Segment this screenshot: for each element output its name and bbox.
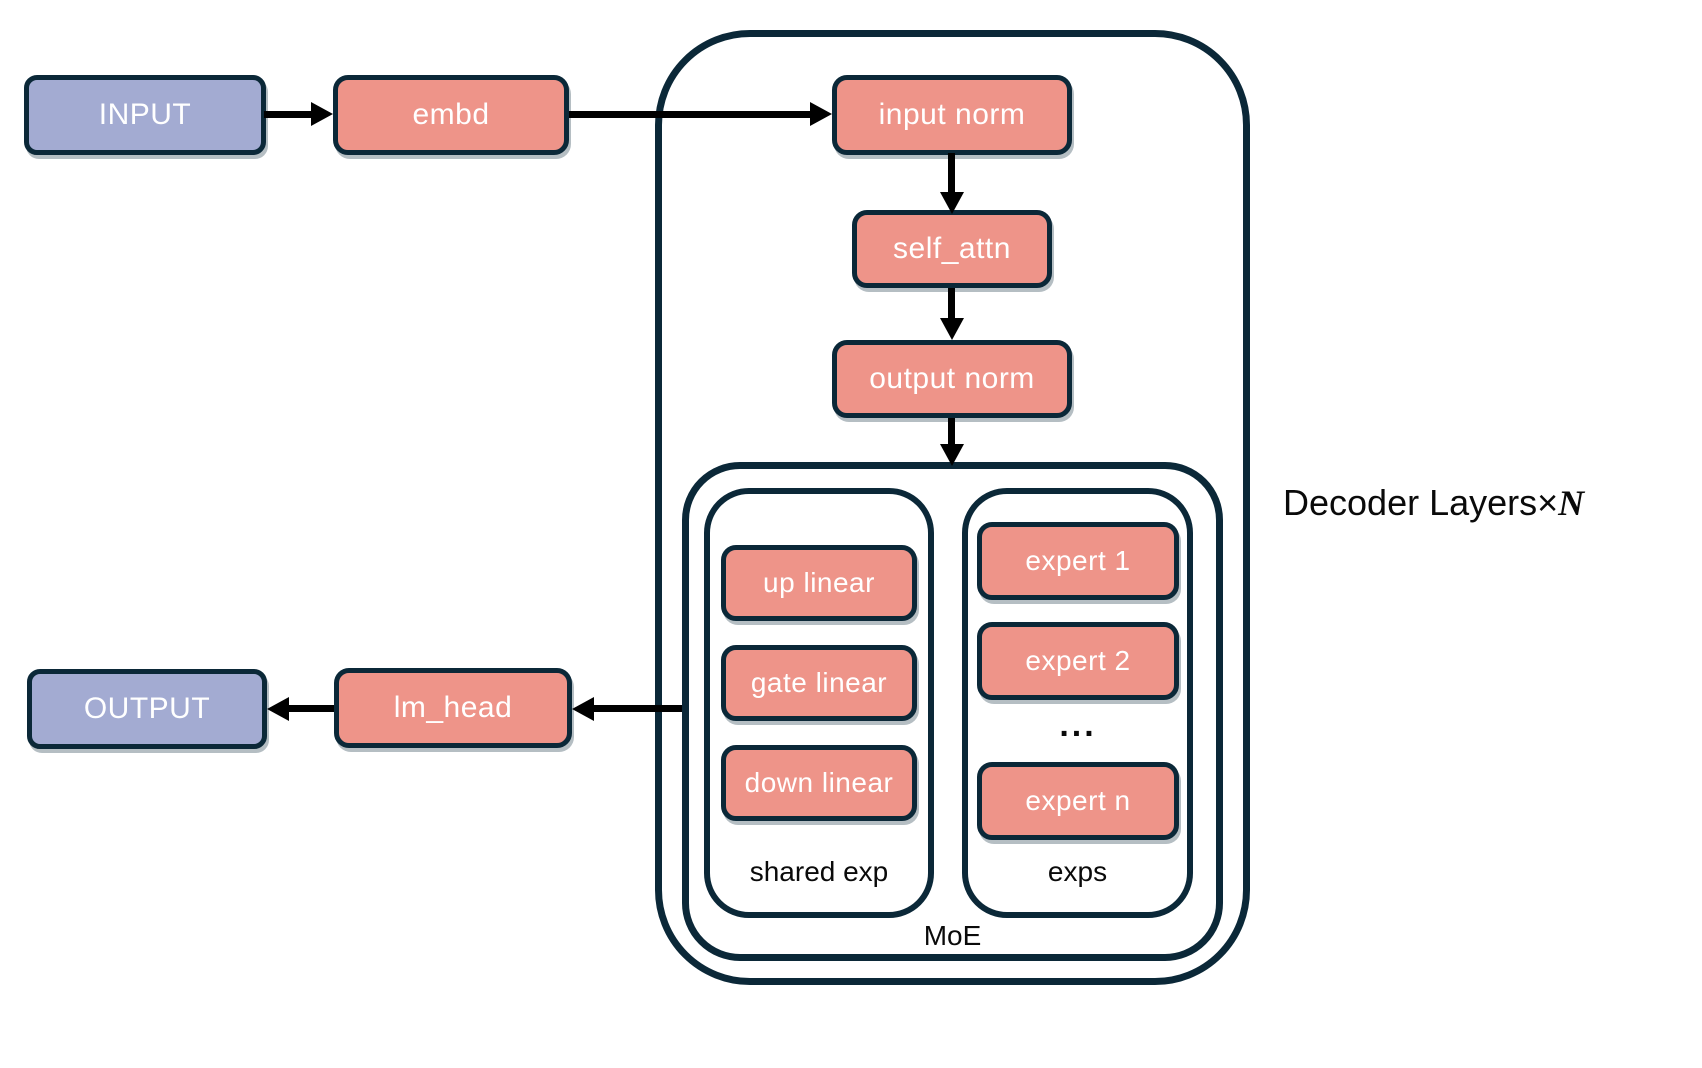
shared-exp-container	[704, 488, 934, 918]
node-input-norm: input norm	[832, 75, 1072, 155]
decoder-layers-label-text: Decoder Layers×	[1283, 482, 1559, 523]
decoder-layers-label: Decoder Layers×N	[1283, 482, 1584, 524]
node-expert-1: expert 1	[977, 522, 1179, 600]
moe-label: MoE	[923, 920, 982, 951]
node-lm-head: lm_head	[334, 668, 572, 748]
node-gate-linear: gate linear	[721, 645, 917, 721]
node-input: INPUT	[24, 75, 266, 155]
node-down-linear: down linear	[721, 745, 917, 821]
node-self-attn: self_attn	[852, 210, 1052, 288]
node-up-linear: up linear	[721, 545, 917, 621]
node-expert-n: expert n	[977, 762, 1179, 840]
exps-container	[962, 488, 1193, 918]
node-output-norm: output norm	[832, 340, 1072, 418]
node-output: OUTPUT	[27, 669, 267, 749]
node-embd: embd	[333, 75, 569, 155]
decoder-layers-multiplier: N	[1558, 483, 1585, 523]
node-expert-2: expert 2	[977, 622, 1179, 700]
shared-exp-label: shared exp	[749, 856, 889, 887]
exps-label: exps	[1047, 856, 1108, 887]
decoder-layers-container	[655, 30, 1250, 985]
experts-ellipsis: ...	[1059, 706, 1097, 744]
